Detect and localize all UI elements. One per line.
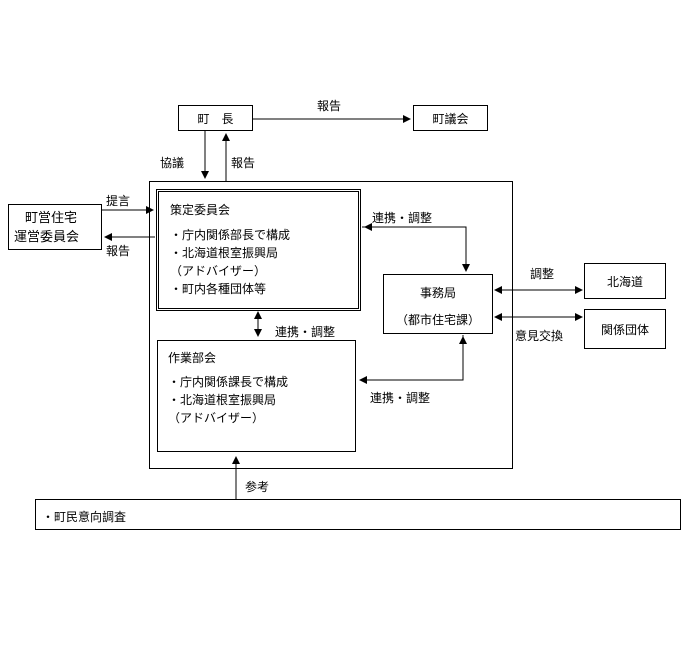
label-report-top: 報告 — [317, 99, 342, 113]
strategy-item: ・庁内関係部長で構成 — [170, 228, 291, 242]
label-consult: 協議 — [160, 156, 185, 170]
arrow-coord-secretariat — [362, 226, 470, 272]
housing-committee-box: 町営住宅 運営委員会 — [8, 204, 102, 250]
strategy-item: ・町内各種団体等 — [170, 282, 267, 296]
housing-committee-line1: 町営住宅 — [25, 211, 78, 226]
label-opinion-exchange: 意見交換 — [515, 329, 564, 343]
secretariat-title: 事務局 — [420, 286, 457, 300]
label-proposal: 提言 — [106, 194, 131, 208]
related-groups-box: 関係団体 — [584, 309, 666, 349]
mayor-box: 町 長 — [178, 105, 253, 131]
survey-label: ・町民意向調査 — [42, 510, 127, 524]
strategy-committee-title: 策定委員会 — [170, 203, 231, 217]
council-box: 町議会 — [413, 105, 488, 131]
working-item: ・北海道根室振興局 — [168, 393, 277, 407]
hokkaido-label: 北海道 — [606, 274, 643, 289]
label-reference: 参考 — [245, 480, 270, 494]
arrow-coord-bottom — [359, 335, 464, 384]
working-group-title: 作業部会 — [168, 351, 217, 365]
housing-committee-line2: 運営委員会 — [14, 230, 80, 245]
label-report-left: 報告 — [106, 244, 131, 258]
working-group-box: 作業部会 ・庁内関係課長で構成 ・北海道根室振興局 （アドバイザー） — [157, 340, 356, 452]
working-item: ・庁内関係課長で構成 — [168, 375, 289, 389]
working-item: （アドバイザー） — [168, 411, 265, 425]
label-adjust: 調整 — [530, 267, 555, 281]
strategy-committee-box: 策定委員会 ・庁内関係部長で構成 ・北海道根室振興局 （アドバイザー） ・町内各… — [156, 189, 361, 311]
label-report-mayor: 報告 — [231, 156, 256, 170]
outer-frame — [149, 181, 513, 469]
label-coord-working: 連携・調整 — [275, 325, 336, 339]
secretariat-dept: （都市住宅課） — [396, 313, 481, 327]
council-label: 町議会 — [432, 111, 469, 126]
related-groups-label: 関係団体 — [600, 322, 649, 337]
secretariat-box: 事務局 （都市住宅課） — [383, 274, 493, 334]
strategy-item: （アドバイザー） — [170, 264, 267, 278]
survey-box: ・町民意向調査 — [35, 499, 681, 530]
hokkaido-box: 北海道 — [584, 263, 666, 299]
mayor-label: 町 長 — [197, 111, 234, 126]
label-coord-secretariat: 連携・調整 — [372, 211, 433, 225]
label-coord-bottom: 連携・調整 — [370, 391, 431, 405]
strategy-item: ・北海道根室振興局 — [170, 246, 279, 260]
